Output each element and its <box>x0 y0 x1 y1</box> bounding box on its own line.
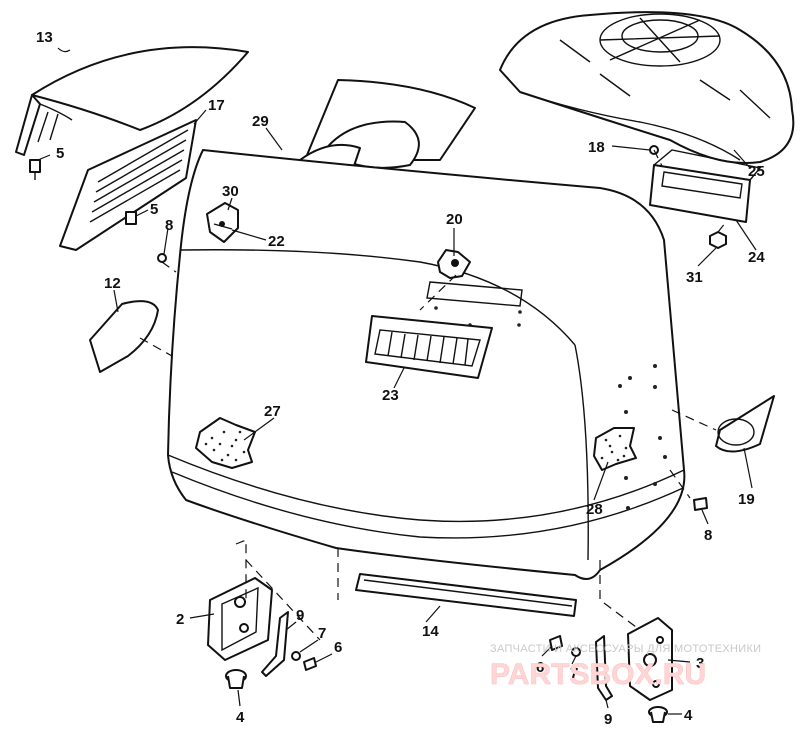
callout-27: 27 <box>264 403 281 420</box>
callout-25: 25 <box>748 163 765 180</box>
latch-bracket-part-2 <box>207 577 273 661</box>
callout-13: 13 <box>36 29 53 46</box>
screw-part-8-right <box>693 497 708 511</box>
callout-2: 2 <box>176 611 184 628</box>
flywheel-cover-part-25 <box>499 11 795 165</box>
callout-9-right: 9 <box>604 711 612 728</box>
foam-pad-part-28 <box>593 427 637 471</box>
callout-28: 28 <box>586 501 603 518</box>
callout-5-lower: 5 <box>150 201 158 218</box>
decal-part-19 <box>715 395 775 453</box>
callout-30: 30 <box>222 183 239 200</box>
leader-lines <box>37 47 757 715</box>
seal-strip-part-14 <box>355 573 577 617</box>
callout-7-left: 7 <box>318 625 326 642</box>
nut-part-31 <box>709 231 727 249</box>
callout-19: 19 <box>738 491 755 508</box>
callout-18: 18 <box>588 139 605 156</box>
callout-5-top: 5 <box>56 145 64 162</box>
callout-9-left: 9 <box>296 607 304 624</box>
callout-12: 12 <box>104 275 121 292</box>
callout-8-left: 8 <box>165 217 173 234</box>
watermark: ЗАПЧАСТИ И АКСЕССУАРЫ ДЛЯ МОТОТЕХНИКИ PA… <box>490 643 761 691</box>
callout-8-right: 8 <box>704 527 712 544</box>
washer-part-7-left <box>291 651 301 661</box>
star-fastener-part-20 <box>437 249 471 279</box>
callout-31: 31 <box>686 269 703 286</box>
callout-24: 24 <box>748 249 765 266</box>
foam-pad-part-27 <box>195 417 256 469</box>
callout-6-left: 6 <box>334 639 342 656</box>
callout-23: 23 <box>382 387 399 404</box>
lever-part-9-left <box>261 611 289 677</box>
grommet-part-4-right <box>648 706 668 723</box>
watermark-tagline: ЗАПЧАСТИ И АКСЕССУАРЫ ДЛЯ МОТОТЕХНИКИ <box>490 643 761 655</box>
watermark-logo: PARTSBOX.RU <box>490 658 706 691</box>
callout-4-left: 4 <box>236 709 245 726</box>
assembly-lines <box>139 149 727 641</box>
callout-14: 14 <box>422 623 439 640</box>
callout-17: 17 <box>208 97 225 114</box>
callout-22: 22 <box>268 233 285 250</box>
grommet-part-4-left <box>225 669 247 689</box>
callout-6-right: 6 <box>536 659 544 676</box>
decal-part-12 <box>89 300 159 373</box>
latch-bracket-part-3 <box>627 617 673 701</box>
screw-part-5-top <box>29 159 41 180</box>
front-grille-part-23 <box>365 315 493 379</box>
callout-3: 3 <box>696 655 704 672</box>
air-intake-part-24 <box>649 149 762 223</box>
callout-20: 20 <box>446 211 463 228</box>
star-fastener-part-30 <box>206 202 239 243</box>
rear-flap-part-13 <box>15 46 249 156</box>
screw-part-5-lower <box>125 211 137 225</box>
callout-4-right: 4 <box>684 707 693 724</box>
side-grille-part-17 <box>59 119 197 251</box>
screw-part-8-left <box>157 253 167 263</box>
lever-part-9-right <box>595 635 613 701</box>
screw-part-6-left <box>303 657 317 671</box>
callout-29: 29 <box>252 113 269 130</box>
callout-numbers: 13 17 5 5 8 12 29 30 22 20 23 27 28 18 2… <box>36 29 765 728</box>
callout-7-right: 7 <box>570 665 578 682</box>
